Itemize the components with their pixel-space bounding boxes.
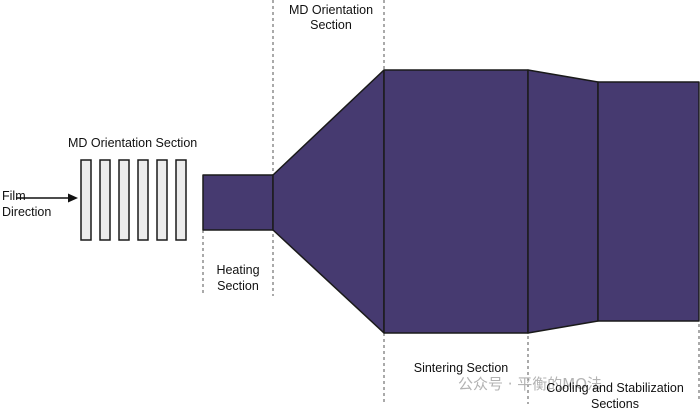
film-direction-label-2: Direction	[2, 205, 51, 219]
heating-section-block	[202, 174, 274, 231]
stabilization-section-block	[597, 81, 700, 322]
watermark: 公众号 · 平衡的MO法	[458, 375, 602, 393]
sintering-section-label: Sintering Section	[414, 361, 509, 375]
roller-4	[137, 159, 149, 241]
film-direction-label-1: Film	[2, 189, 26, 203]
orientation-funnel	[272, 69, 385, 334]
roller-5	[156, 159, 168, 241]
cooling-label-1: Cooling and Stabilization	[546, 381, 684, 395]
roller-group	[80, 159, 187, 241]
sintering-section-block	[383, 69, 529, 334]
cooling-label-2: Sections	[591, 397, 639, 411]
section-dividers	[202, 0, 700, 404]
roller-6	[175, 159, 187, 241]
roller-2	[99, 159, 111, 241]
machine-body	[202, 69, 700, 334]
heating-label-1: Heating	[216, 263, 259, 277]
film-direction-arrow	[16, 193, 78, 203]
md-orientation-section-label: MD Orientation Section	[68, 136, 197, 150]
heating-label-2: Section	[217, 279, 259, 293]
md-orientation-top-label-2: Section	[310, 18, 352, 32]
roller-1	[80, 159, 92, 241]
cooling-section-taper	[527, 69, 599, 334]
roller-3	[118, 159, 130, 241]
md-orientation-top-label-1: MD Orientation	[289, 3, 373, 17]
